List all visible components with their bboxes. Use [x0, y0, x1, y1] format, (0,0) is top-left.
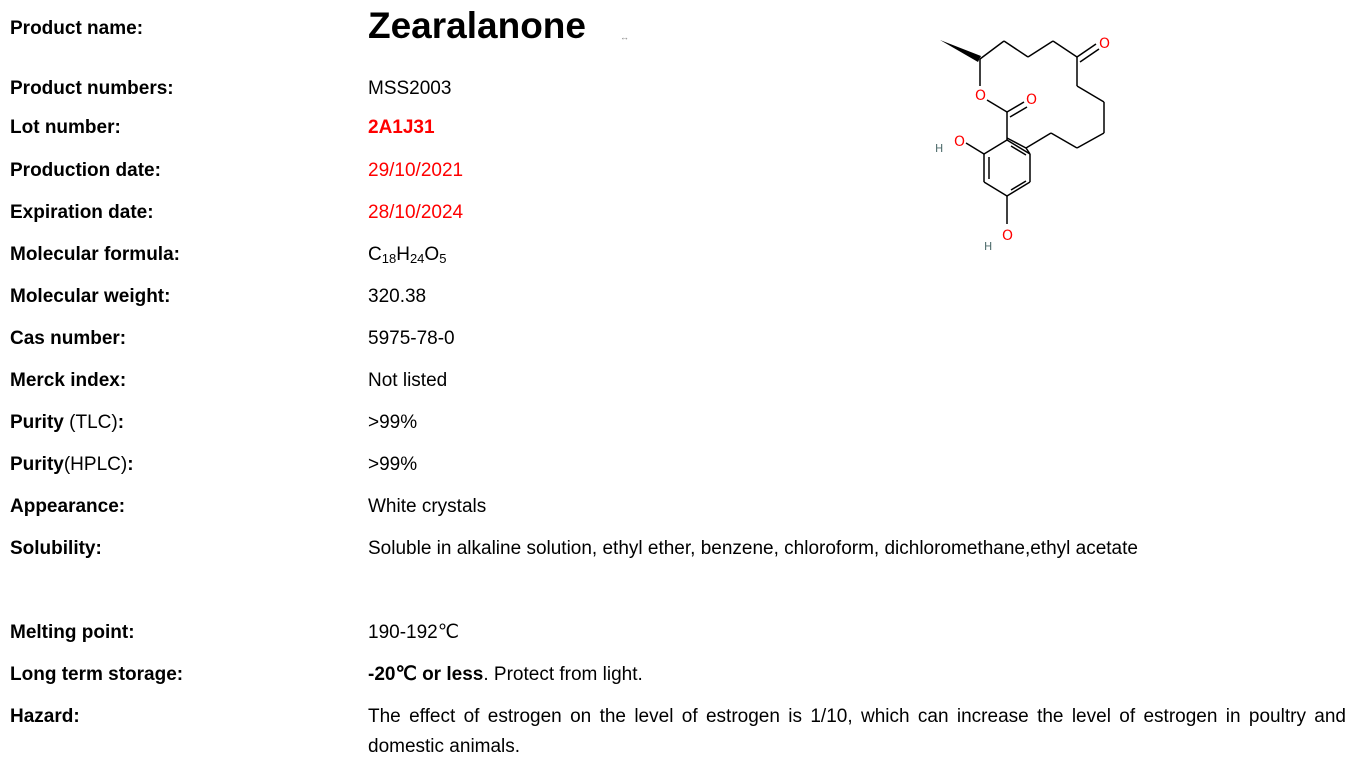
molecular-weight-value: 320.38 — [368, 286, 427, 307]
methyl-wedge-bond — [940, 40, 981, 62]
formula-hydrogen: H — [396, 244, 410, 265]
purity-tlc-colon: : — [117, 412, 125, 433]
purity-hplc-label: Purity(HPLC): — [10, 453, 134, 477]
merck-index-label: Merck index: — [10, 370, 127, 391]
purity-hplc-method: (HPLC) — [63, 454, 128, 475]
melting-point-label: Melting point: — [10, 622, 135, 643]
purity-tlc-method: (TLC) — [63, 412, 118, 433]
benzene-bond-4 — [983, 181, 1008, 197]
lot-number-value: 2A1J31 — [368, 117, 435, 138]
cas-number-label: Cas number: — [10, 328, 127, 349]
formula-oxygen-count: 5 — [439, 251, 447, 266]
ketone-oxygen-atom: O — [1099, 36, 1110, 52]
molecular-formula-label: Molecular formula: — [10, 244, 180, 265]
o-c-bond — [986, 99, 1008, 113]
purity-tlc-label-main: Purity — [10, 412, 64, 433]
production-date-label: Production date: — [10, 160, 161, 181]
ester-carbonyl-2 — [1009, 106, 1028, 118]
melting-point-value: 190-192℃ — [368, 622, 460, 643]
title-anchor-icon: ↔ — [620, 32, 629, 42]
solubility-value: Soluble in alkaline solution, ethyl ethe… — [368, 538, 1138, 559]
hydroxyl-bond-left — [965, 142, 985, 155]
expiration-date-label: Expiration date: — [10, 202, 154, 223]
storage-note: . Protect from light. — [483, 664, 643, 685]
appearance-label: Appearance: — [10, 496, 126, 517]
purity-tlc-label: Purity (TLC): — [10, 411, 124, 435]
hydroxyl-hydrogen-left: H — [935, 142, 943, 155]
purity-tlc-value: >99% — [368, 412, 418, 433]
chain-bond-6 — [1025, 132, 1052, 149]
purity-hplc-label-main: Purity — [10, 454, 64, 475]
benzene-double-2 — [1010, 180, 1027, 191]
hydroxyl-oxygen-left: O — [954, 134, 965, 150]
macrocycle-bond-3 — [1027, 40, 1054, 58]
purity-hplc-colon: : — [127, 454, 134, 475]
benzene-bond-3 — [1006, 181, 1031, 197]
ester-oxygen-atom: O — [975, 88, 986, 104]
benzene-double-1 — [1010, 145, 1027, 156]
hydroxyl-hydrogen-bottom: H — [984, 240, 992, 253]
production-date-value: 29/10/2021 — [368, 160, 464, 181]
product-title: Zearalanone — [368, 5, 586, 46]
hazard-label: Hazard: — [10, 706, 80, 727]
formula-hydrogen-count: 24 — [409, 251, 425, 266]
chain-bond-4 — [1076, 132, 1105, 149]
chain-bond-2 — [1076, 85, 1105, 103]
cas-number-value: 5975-78-0 — [368, 328, 455, 349]
ring-chain-bond — [1025, 147, 1031, 155]
hazard-value: The effect of estrogen on the level of e… — [368, 706, 1346, 757]
carbonyl-oxygen-atom: O — [1026, 92, 1037, 108]
purity-hplc-value: >99% — [368, 454, 418, 475]
ketone-double-1 — [1076, 43, 1097, 58]
storage-label: Long term storage: — [10, 664, 184, 685]
solubility-label: Solubility: — [10, 538, 102, 559]
macrocycle-bond-2 — [1003, 40, 1029, 58]
benzene-bond-6 — [983, 139, 1008, 155]
formula-carbon-count: 18 — [381, 251, 397, 266]
ester-carbonyl-1 — [1006, 101, 1025, 113]
macrocycle-bond-1 — [979, 40, 1005, 60]
chain-bond-7 — [1006, 137, 1027, 149]
formula-oxygen: O — [424, 244, 440, 265]
product-numbers-label: Product numbers: — [10, 78, 174, 99]
merck-index-value: Not listed — [368, 370, 448, 391]
product-name-label: Product name: — [10, 18, 144, 39]
formula-carbon: C — [368, 244, 382, 265]
expiration-date-value: 28/10/2024 — [368, 202, 464, 223]
product-numbers-value: MSS2003 — [368, 78, 452, 99]
appearance-value: White crystals — [368, 496, 487, 517]
lot-number-label: Lot number: — [10, 117, 121, 138]
ketone-double-2 — [1079, 48, 1100, 63]
benzene-bond-1 — [1006, 139, 1031, 155]
molecular-formula-value: C18H24O5 — [368, 243, 446, 267]
molecular-weight-label: Molecular weight: — [10, 286, 171, 307]
macrocycle-bond-4 — [1052, 40, 1078, 58]
storage-value: -20℃ or less. Protect from light. — [368, 663, 643, 687]
hydroxyl-oxygen-bottom: O — [1002, 228, 1013, 244]
storage-temperature: -20℃ or less — [368, 664, 484, 685]
chain-bond-5 — [1050, 132, 1078, 149]
